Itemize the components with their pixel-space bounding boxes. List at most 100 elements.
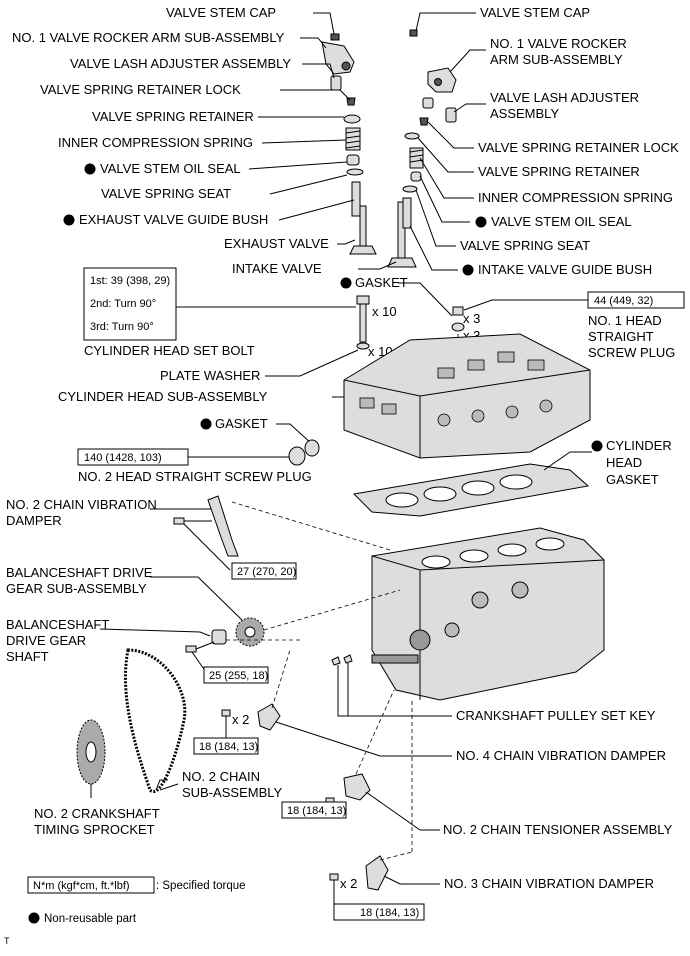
torque-no2-plug: 140 (1428, 103) bbox=[84, 452, 162, 464]
label-head-gasket-1: CYLINDER bbox=[606, 438, 672, 453]
torque-no2-damper: 27 (270, 20) bbox=[237, 566, 296, 578]
torque-box-no3-damper bbox=[333, 903, 425, 921]
label-crank-sprocket-2: TIMING SPROCKET bbox=[34, 822, 155, 837]
exhaust-guide-bush-part bbox=[351, 181, 361, 217]
label-gasket-top: GASKET bbox=[355, 275, 408, 290]
label-left-lash-adjuster: VALVE LASH ADJUSTER ASSEMBLY bbox=[70, 56, 291, 71]
right-labels: VALVE STEM CAP NO. 1 VALVE ROCKER ARM SU… bbox=[460, 5, 679, 277]
label-gasket-mid: GASKET bbox=[215, 416, 268, 431]
non-reusable-icon bbox=[591, 440, 603, 452]
label-no3-damper: NO. 3 CHAIN VIBRATION DAMPER bbox=[444, 876, 654, 891]
label-right-inner-spring: INNER COMPRESSION SPRING bbox=[478, 190, 673, 205]
label-head-bolt: CYLINDER HEAD SET BOLT bbox=[84, 343, 255, 358]
left-lash-adjuster-part bbox=[330, 75, 342, 91]
label-intake-valve: INTAKE VALVE bbox=[232, 261, 322, 276]
label-exhaust-guide-bush: EXHAUST VALVE GUIDE BUSH bbox=[79, 212, 268, 227]
left-valve-stem-cap-part bbox=[330, 33, 340, 41]
no1-plug-part bbox=[451, 306, 465, 332]
label-right-rocker-arm-1: NO. 1 VALVE ROCKER bbox=[490, 36, 627, 51]
left-labels: VALVE STEM CAP NO. 1 VALVE ROCKER ARM SU… bbox=[12, 5, 329, 276]
label-no1-plug-3: SCREW PLUG bbox=[588, 345, 675, 360]
left-spring-seat-part bbox=[346, 168, 364, 176]
torque-head-bolt-2nd: 2nd: Turn 90° bbox=[90, 298, 156, 310]
label-pulley-key: CRANKSHAFT PULLEY SET KEY bbox=[456, 708, 656, 723]
label-right-oil-seal: VALVE STEM OIL SEAL bbox=[491, 214, 632, 229]
label-right-rocker-arm-2: ARM SUB-ASSEMBLY bbox=[490, 52, 623, 67]
qty-no4: x 2 bbox=[232, 712, 249, 727]
tensioner-part bbox=[325, 773, 371, 805]
right-oil-seal-part bbox=[410, 171, 422, 182]
legend: N*m (kgf*cm, ft.*lbf) : Specified torque… bbox=[4, 876, 246, 946]
label-no1-plug-1: NO. 1 HEAD bbox=[588, 313, 662, 328]
non-reusable-icon bbox=[200, 418, 212, 430]
label-bal-gear-2: GEAR SUB-ASSEMBLY bbox=[6, 581, 147, 596]
legend-torque-box bbox=[27, 876, 155, 894]
non-reusable-icon bbox=[475, 216, 487, 228]
torque-box-no4-damper bbox=[193, 737, 259, 755]
legend-non-reusable-icon bbox=[28, 912, 40, 924]
label-left-rocker-arm: NO. 1 VALVE ROCKER ARM SUB-ASSEMBLY bbox=[12, 30, 285, 45]
left-retainer-lock-part bbox=[346, 97, 356, 106]
non-reusable-icon bbox=[340, 277, 352, 289]
pulley-key-part bbox=[331, 654, 353, 666]
cylinder-block-part bbox=[371, 527, 605, 701]
label-crank-sprocket-1: NO. 2 CRANKSHAFT bbox=[34, 806, 160, 821]
head-gasket-part bbox=[352, 463, 590, 517]
right-leader-lines bbox=[409, 12, 486, 271]
label-left-spring-retainer: VALVE SPRING RETAINER bbox=[92, 109, 254, 124]
label-right-spring-seat: VALVE SPRING SEAT bbox=[460, 238, 590, 253]
label-cyl-head-subassy: CYLINDER HEAD SUB-ASSEMBLY bbox=[58, 389, 268, 404]
label-no2-damper-2: DAMPER bbox=[6, 513, 62, 528]
left-spring-retainer-part bbox=[343, 114, 361, 124]
torque-box-tensioner bbox=[281, 801, 347, 819]
head-bolt-torque-box: 1st: 39 (398, 29) 2nd: Turn 90° 3rd: Tur… bbox=[83, 267, 356, 341]
plate-washer-part bbox=[356, 342, 370, 350]
legend-non-reusable: Non-reusable part bbox=[44, 913, 137, 925]
label-bal-gear-1: BALANCESHAFT DRIVE bbox=[6, 565, 153, 580]
label-no2-plug: NO. 2 HEAD STRAIGHT SCREW PLUG bbox=[78, 469, 312, 484]
label-left-retainer-lock: VALVE SPRING RETAINER LOCK bbox=[40, 82, 241, 97]
torque-box-no2-damper bbox=[231, 562, 297, 580]
right-inner-spring-part bbox=[409, 147, 424, 169]
label-no2-chain-2: SUB-ASSEMBLY bbox=[182, 785, 283, 800]
corner-mark: T bbox=[4, 936, 10, 946]
qty-bolt: x 10 bbox=[372, 304, 397, 319]
label-no4-damper: NO. 4 CHAIN VIBRATION DAMPER bbox=[456, 748, 666, 763]
label-right-lash-adjuster-1: VALVE LASH ADJUSTER bbox=[490, 90, 639, 105]
torque-box-bal-shaft bbox=[203, 666, 269, 684]
crank-sprocket-part bbox=[76, 719, 106, 785]
label-bal-shaft-1: BALANCESHAFT bbox=[6, 617, 109, 632]
qty-plug: x 3 bbox=[463, 311, 480, 326]
label-no2-damper-1: NO. 2 CHAIN VIBRATION bbox=[6, 497, 157, 512]
legend-torque-text: : Specified torque bbox=[156, 880, 246, 892]
torque-no1-plug: 44 (449, 32) bbox=[594, 295, 653, 307]
left-valve-parts bbox=[321, 33, 417, 268]
label-intake-guide-bush: INTAKE VALVE GUIDE BUSH bbox=[478, 262, 652, 277]
label-head-gasket-2: HEAD bbox=[606, 455, 642, 470]
non-reusable-icon bbox=[63, 214, 75, 226]
label-right-retainer-lock: VALVE SPRING RETAINER LOCK bbox=[478, 140, 679, 155]
torque-bal-shaft: 25 (255, 18) bbox=[209, 670, 268, 682]
label-exhaust-valve: EXHAUST VALVE bbox=[224, 236, 329, 251]
exhaust-valve-part bbox=[349, 205, 377, 255]
right-lash-adjuster-part bbox=[445, 107, 457, 123]
label-left-spring-seat: VALVE SPRING SEAT bbox=[101, 186, 231, 201]
label-no1-plug-2: STRAIGHT bbox=[588, 329, 654, 344]
torque-tensioner: 18 (184, 13) bbox=[287, 805, 346, 817]
label-left-valve-stem-cap: VALVE STEM CAP bbox=[166, 5, 276, 20]
torque-no4-damper: 18 (184, 13) bbox=[199, 741, 258, 753]
right-retainer-lock-part bbox=[419, 117, 429, 126]
no3-damper-part bbox=[329, 855, 389, 891]
right-valve-stem-cap-part bbox=[409, 29, 418, 37]
label-no2-chain-1: NO. 2 CHAIN bbox=[182, 769, 260, 784]
right-spring-retainer-part bbox=[404, 132, 420, 140]
label-right-valve-stem-cap: VALVE STEM CAP bbox=[480, 5, 590, 20]
label-left-oil-seal: VALVE STEM OIL SEAL bbox=[100, 161, 241, 176]
label-bal-shaft-3: SHAFT bbox=[6, 649, 49, 664]
label-left-inner-spring: INNER COMPRESSION SPRING bbox=[58, 135, 253, 150]
label-right-lash-adjuster-2: ASSEMBLY bbox=[490, 106, 559, 121]
legend-torque-unit: N*m (kgf*cm, ft.*lbf) bbox=[33, 880, 130, 892]
torque-no3-damper: 18 (184, 13) bbox=[360, 907, 419, 919]
